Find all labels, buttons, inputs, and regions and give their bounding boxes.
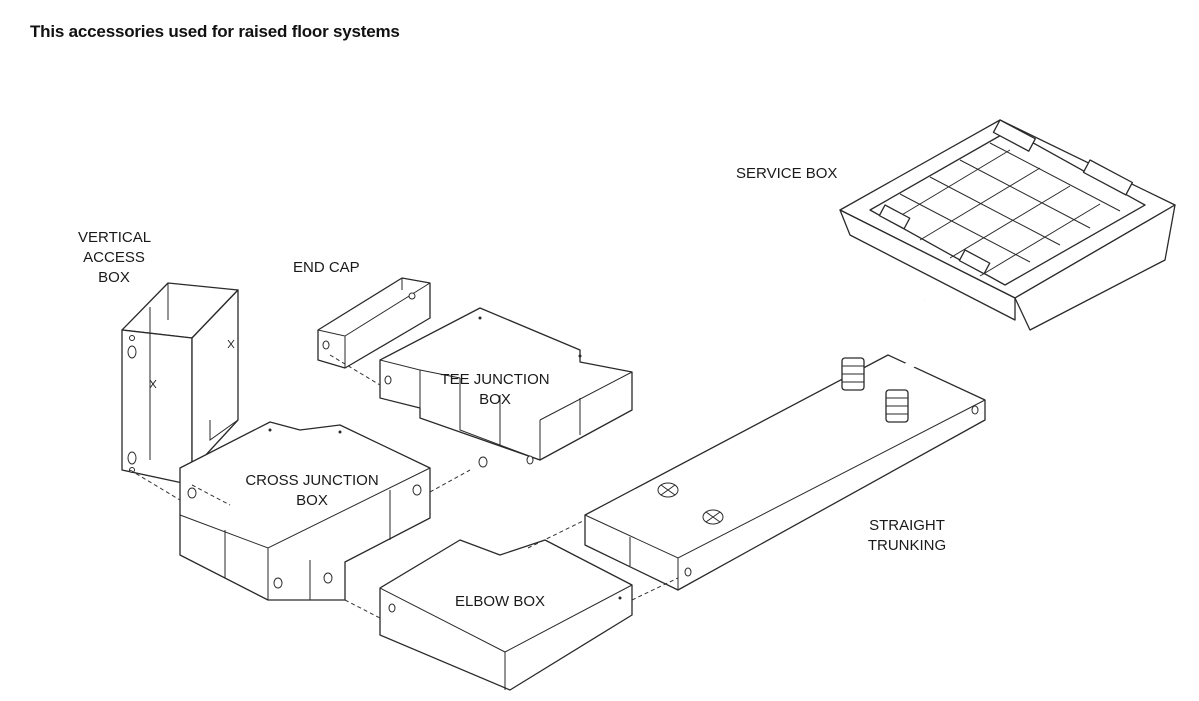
label-line: BOX [98, 269, 130, 286]
label-line: BOX [296, 492, 328, 509]
page-title: This accessories used for raised floor s… [30, 22, 400, 41]
service-box-drawing [835, 119, 1176, 423]
label-end-cap: END CAP [293, 259, 360, 276]
cross-junction-box-drawing [179, 421, 431, 601]
label-line: TEE JUNCTION [440, 371, 550, 388]
elbow-box-drawing [379, 539, 633, 691]
straight-trunking-drawing [584, 354, 986, 591]
end-cap-drawing [317, 277, 431, 369]
connection-lines [129, 354, 679, 619]
label-straight-trunking: STRAIGHT TRUNKING [852, 516, 962, 556]
label-line: BOX [479, 391, 511, 408]
vertical-access-box-drawing [121, 282, 239, 486]
label-line: VERTICAL [78, 229, 152, 246]
label-cross-junction-box: CROSS JUNCTION BOX [232, 471, 392, 511]
label-service-box: SERVICE BOX [736, 165, 838, 182]
tee-junction-box-drawing [379, 307, 633, 468]
label-line: STRAIGHT [869, 517, 945, 534]
label-tee-junction-box: TEE JUNCTION BOX [430, 370, 560, 410]
label-vertical-access-box: VERTICAL ACCESS BOX [78, 228, 152, 288]
label-line: CROSS JUNCTION [245, 472, 379, 489]
label-elbow-box: ELBOW BOX [455, 593, 546, 610]
label-line: ACCESS [83, 249, 145, 266]
label-line: TRUNKING [867, 537, 947, 554]
